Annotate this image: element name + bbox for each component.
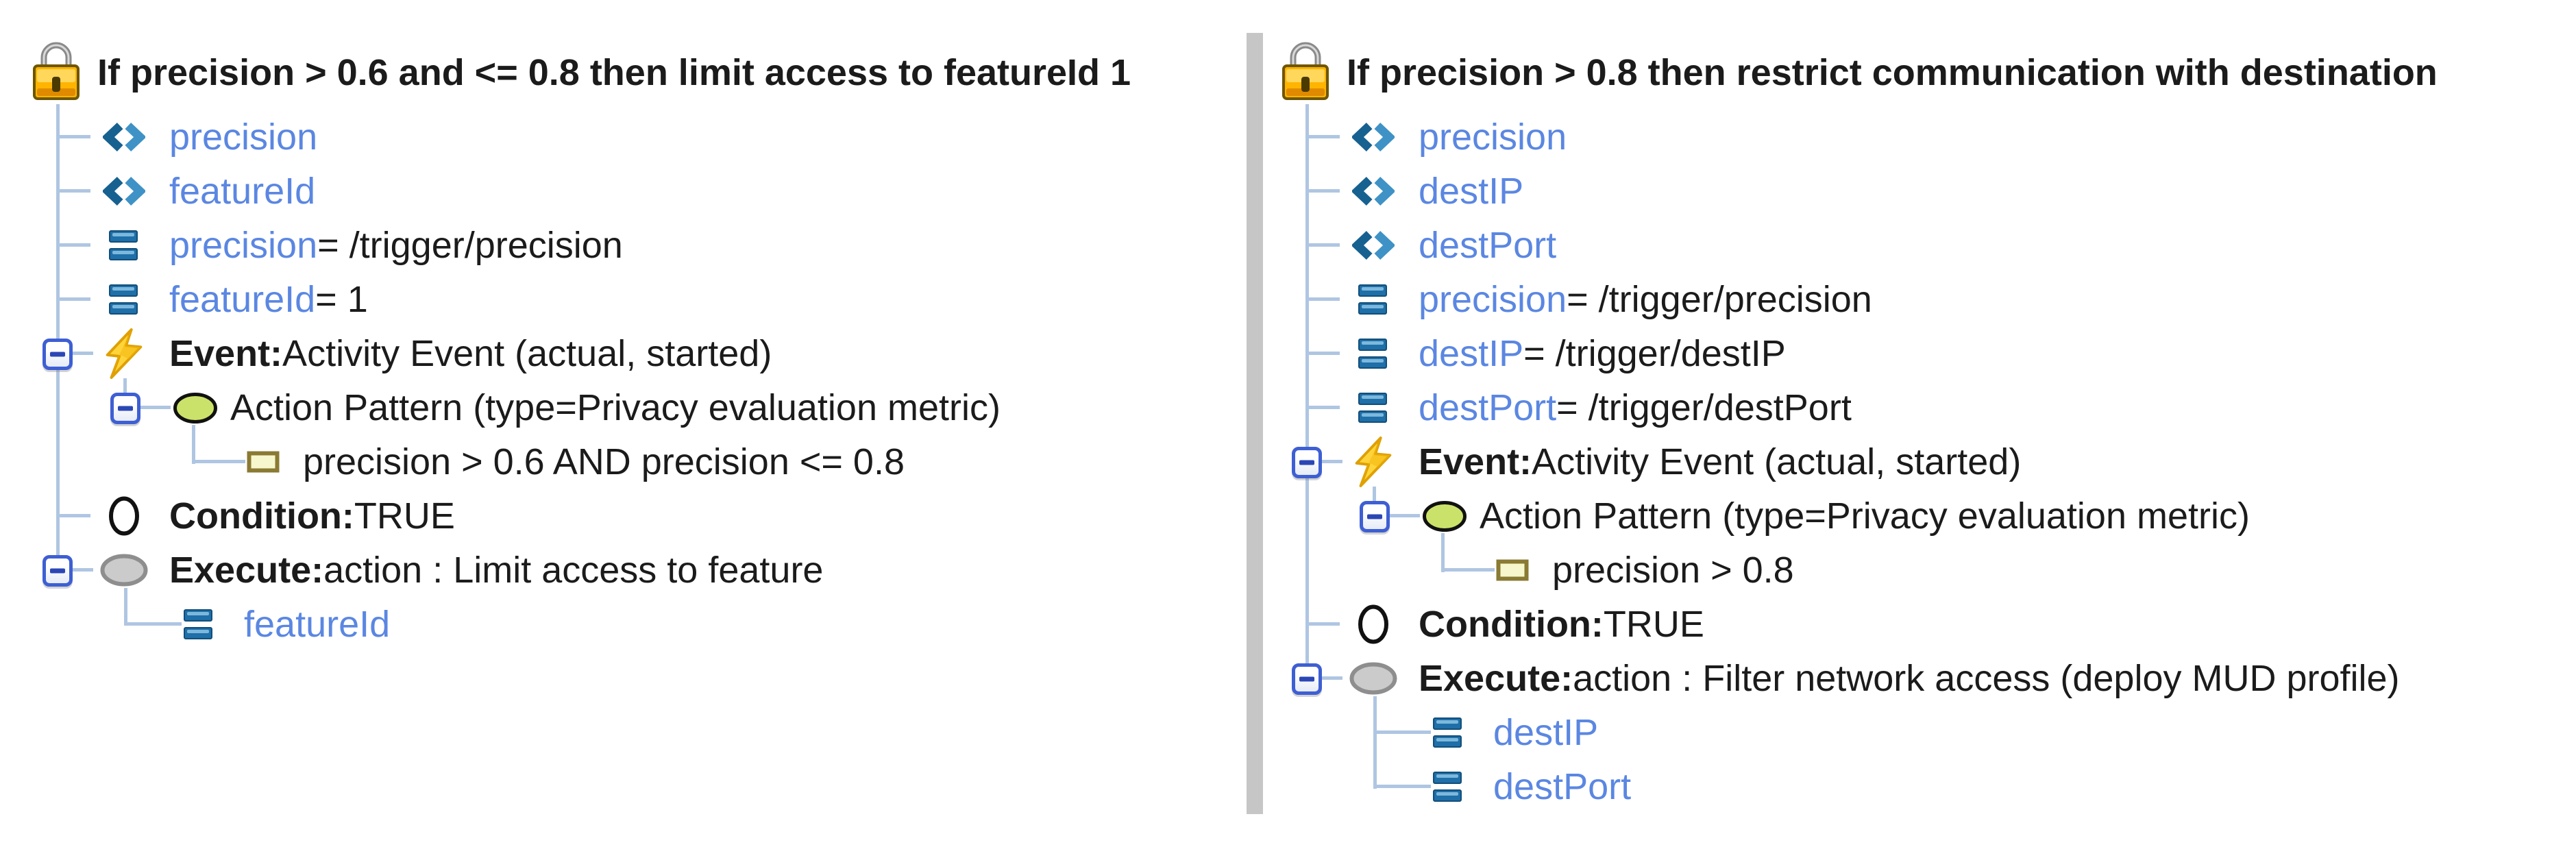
equals-icon <box>1433 769 1463 805</box>
minus-icon <box>1367 514 1382 519</box>
minus-icon <box>1299 460 1314 465</box>
tree-branch-line <box>1307 622 1340 626</box>
equals-icon <box>1433 715 1463 750</box>
action-pattern-icon <box>1422 500 1467 532</box>
angle-brackets-icon <box>1349 176 1398 206</box>
tree-node-output-variable[interactable]: featureId <box>184 602 390 646</box>
minus-icon <box>50 352 65 357</box>
tree-branch-line <box>1307 297 1340 301</box>
lock-icon <box>30 37 82 103</box>
equals-icon <box>1349 390 1398 426</box>
tree-branch-line <box>124 588 127 626</box>
tree-branch-line <box>1307 135 1340 138</box>
collapse-toggle-action-pattern[interactable] <box>110 393 140 424</box>
tree-node-constraint[interactable]: precision > 0.8 <box>1496 548 1794 592</box>
condition-icon <box>99 496 149 536</box>
condition-icon <box>1349 604 1398 644</box>
tree-branch-line <box>73 568 93 572</box>
tree-branch-line <box>58 297 90 301</box>
tree-branch-line <box>1373 696 1377 789</box>
tree-branch-line <box>140 406 171 409</box>
rule-root-title[interactable]: If precision > 0.8 then restrict communi… <box>1347 51 2438 95</box>
tree-node-output-variable[interactable]: destPort <box>1433 765 1631 809</box>
tree-branch-line <box>1390 514 1420 517</box>
tree-node-variable[interactable]: featureId <box>99 169 315 213</box>
tree-branch-line <box>192 425 195 464</box>
minus-icon <box>1299 676 1314 682</box>
tree-node-assignment[interactable]: featureId = 1 <box>99 278 368 321</box>
angle-brackets-icon <box>1349 122 1398 152</box>
rule-title-text: If precision > 0.6 and <= 0.8 then limit… <box>97 52 1131 93</box>
collapse-toggle-action-pattern[interactable] <box>1360 501 1390 532</box>
lightning-icon <box>1349 437 1398 487</box>
panel-splitter[interactable] <box>1247 33 1263 814</box>
constraint-icon <box>1496 559 1529 581</box>
minus-icon <box>50 568 65 574</box>
lock-icon <box>1279 37 1332 103</box>
collapse-toggle-execute[interactable] <box>1292 663 1322 695</box>
tree-branch-line <box>123 378 127 395</box>
tree-node-assignment[interactable]: precision = /trigger/precision <box>1349 278 1872 321</box>
collapse-toggle-execute[interactable] <box>42 555 73 587</box>
tree-branch-line <box>1307 406 1340 409</box>
tree-trunk-line <box>56 104 60 572</box>
tree-branch-line <box>1307 352 1340 355</box>
equals-icon <box>1349 336 1398 371</box>
tree-node-assignment[interactable]: precision = /trigger/precision <box>99 223 623 267</box>
angle-brackets-icon <box>99 122 149 152</box>
tree-node-condition[interactable]: Condition: TRUE <box>99 494 455 538</box>
tree-node-assignment[interactable]: destIP = /trigger/destIP <box>1349 332 1786 376</box>
tree-node-execute[interactable]: Execute: action : Limit access to featur… <box>99 548 823 592</box>
tree-branch-line <box>124 622 182 626</box>
angle-brackets-icon <box>1349 230 1398 260</box>
constraint-icon <box>247 451 280 473</box>
tree-node-action-pattern[interactable]: Action Pattern (type=Privacy evaluation … <box>1422 494 2250 538</box>
tree-branch-line <box>58 514 90 517</box>
equals-icon <box>99 282 149 317</box>
tree-node-event[interactable]: Event: Activity Event (actual, started) <box>99 332 772 376</box>
tree-branch-line <box>1322 460 1342 463</box>
tree-branch-line <box>58 243 90 247</box>
tree-branch-line <box>1373 731 1431 734</box>
tree-node-constraint[interactable]: precision > 0.6 AND precision <= 0.8 <box>247 440 905 484</box>
angle-brackets-icon <box>99 176 149 206</box>
tree-branch-line <box>1322 676 1342 680</box>
collapse-toggle-event[interactable] <box>1292 447 1322 478</box>
execute-icon <box>1349 662 1398 695</box>
tree-branch-line <box>58 135 90 138</box>
tree-trunk-line <box>1305 104 1309 680</box>
tree-branch-line <box>1307 243 1340 247</box>
lightning-icon <box>99 328 149 379</box>
tree-node-action-pattern[interactable]: Action Pattern (type=Privacy evaluation … <box>173 386 1001 430</box>
tree-branch-line <box>1373 785 1431 788</box>
equals-icon <box>1349 282 1398 317</box>
tree-node-variable[interactable]: precision <box>1349 115 1567 159</box>
equals-icon <box>184 606 214 642</box>
action-pattern-icon <box>173 392 218 424</box>
equals-icon <box>99 228 149 263</box>
tree-branch-line <box>58 189 90 193</box>
minus-icon <box>118 406 133 411</box>
tree-node-execute[interactable]: Execute: action : Filter network access … <box>1349 656 2400 700</box>
tree-node-output-variable[interactable]: destIP <box>1433 711 1598 754</box>
tree-branch-line <box>192 460 245 463</box>
tree-branch-line <box>1307 189 1340 193</box>
tree-node-condition[interactable]: Condition: TRUE <box>1349 602 1704 646</box>
tree-branch-line <box>73 352 93 355</box>
tree-node-variable[interactable]: destPort <box>1349 223 1556 267</box>
collapse-toggle-event[interactable] <box>42 339 73 370</box>
rule-title-text: If precision > 0.8 then restrict communi… <box>1347 52 2438 93</box>
tree-branch-line <box>1441 533 1445 572</box>
rule-root-title[interactable]: If precision > 0.6 and <= 0.8 then limit… <box>97 51 1131 95</box>
tree-node-variable[interactable]: destIP <box>1349 169 1523 213</box>
tree-node-variable[interactable]: precision <box>99 115 317 159</box>
tree-node-event[interactable]: Event: Activity Event (actual, started) <box>1349 440 2021 484</box>
tree-node-assignment[interactable]: destPort = /trigger/destPort <box>1349 386 1852 430</box>
tree-branch-line <box>1441 568 1495 572</box>
tree-branch-line <box>1373 487 1376 503</box>
execute-icon <box>99 554 149 587</box>
